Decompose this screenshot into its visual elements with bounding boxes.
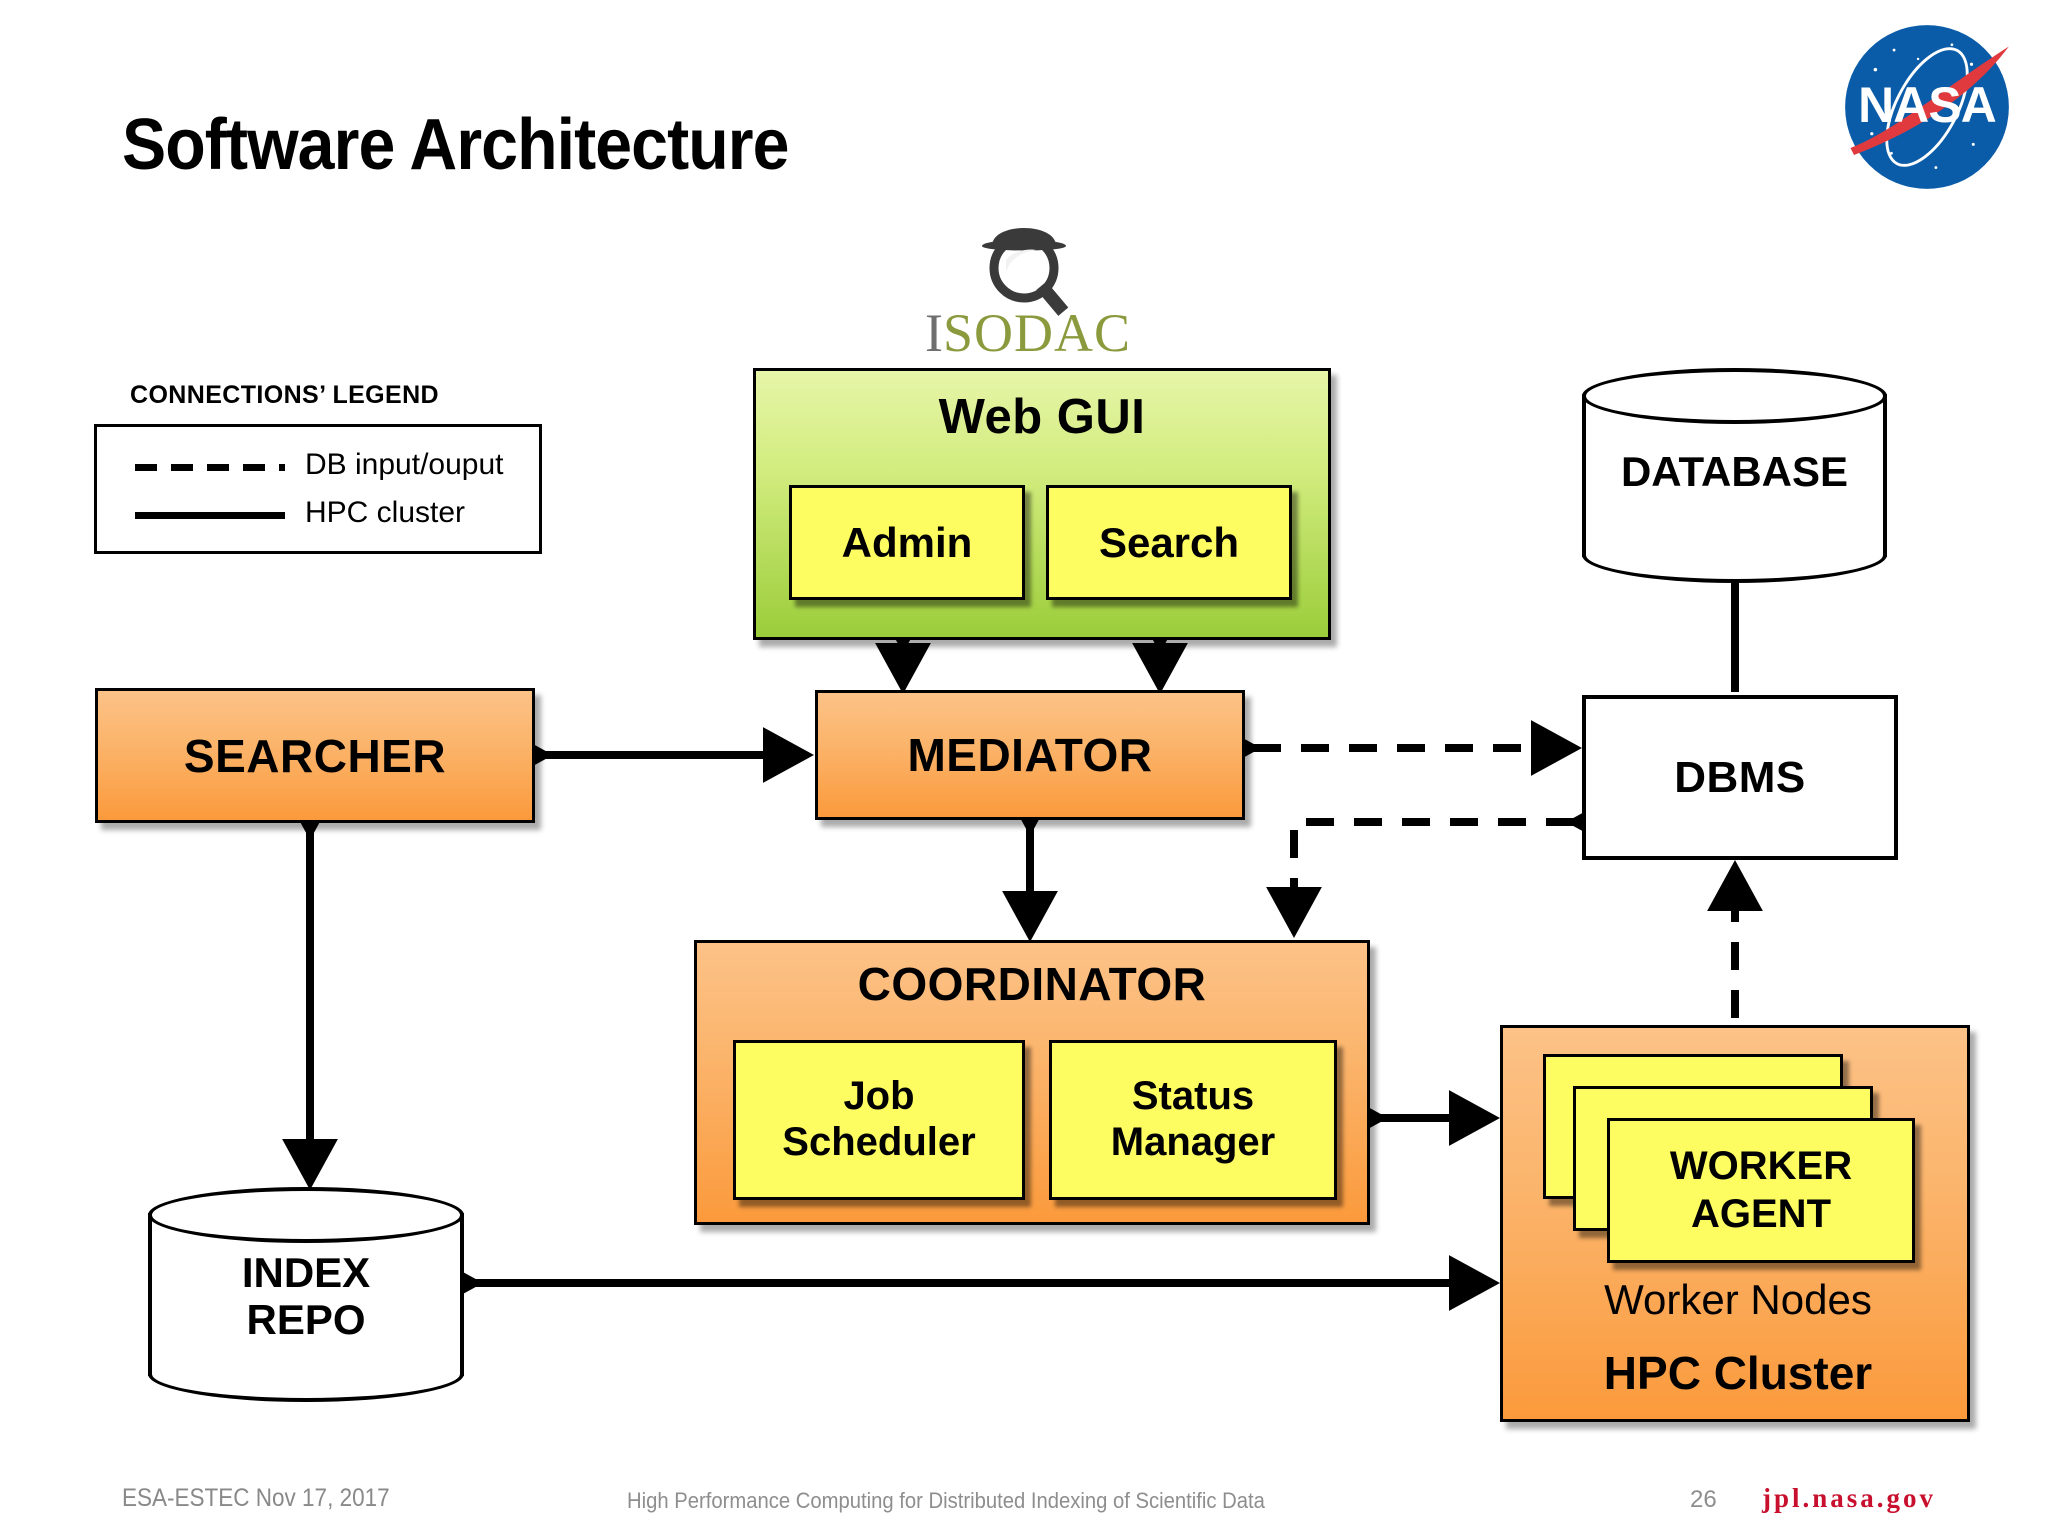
web-gui-admin-module[interactable]: Admin bbox=[789, 485, 1025, 600]
isodac-initial: I bbox=[924, 303, 943, 363]
legend-label-db: DB input/ouput bbox=[305, 448, 504, 481]
hpc-cluster-title: HPC Cluster bbox=[1603, 1347, 1873, 1399]
legend-row-hpc: HPC cluster bbox=[97, 493, 545, 537]
node-mediator[interactable]: MEDIATOR bbox=[815, 690, 1245, 820]
node-searcher[interactable]: SEARCHER bbox=[95, 688, 535, 823]
worker-nodes-label: Worker Nodes bbox=[1604, 1276, 1872, 1323]
footer-url: jpl.nasa.gov bbox=[1762, 1483, 1937, 1513]
coordinator-status-manager[interactable]: Status Manager bbox=[1049, 1040, 1337, 1200]
dbms-title: DBMS bbox=[1674, 752, 1806, 802]
legend-title: CONNECTIONS’ LEGEND bbox=[130, 381, 440, 409]
node-dbms[interactable]: DBMS bbox=[1582, 695, 1898, 860]
svg-text:NASA: NASA bbox=[1858, 77, 1996, 133]
nasa-meatball-logo: NASA bbox=[1838, 18, 2016, 196]
node-coordinator[interactable]: COORDINATOR Job Scheduler Status Manager bbox=[694, 940, 1370, 1225]
node-hpc-cluster[interactable]: WORKER AGENT Worker Nodes HPC Cluster bbox=[1500, 1025, 1970, 1422]
worker-agent-card-front[interactable]: WORKER AGENT bbox=[1607, 1118, 1915, 1263]
legend-label-hpc: HPC cluster bbox=[305, 496, 466, 529]
node-web-gui[interactable]: Web GUI Admin Search bbox=[753, 368, 1331, 640]
page-title: Software Architecture bbox=[122, 105, 789, 185]
index-repo-label: INDEX REPO bbox=[241, 1249, 371, 1344]
solid-line-swatch bbox=[135, 512, 285, 519]
connections-legend: DB input/ouput HPC cluster bbox=[94, 424, 542, 554]
cylinder-top bbox=[148, 1187, 464, 1243]
legend-row-db: DB input/ouput bbox=[97, 445, 545, 489]
magnifier-hardhat-icon bbox=[982, 228, 1069, 316]
footer-date: ESA-ESTEC Nov 17, 2017 bbox=[122, 1484, 390, 1512]
isodac-logo: ISODAC bbox=[908, 212, 1148, 362]
web-gui-title: Web GUI bbox=[938, 390, 1146, 444]
coordinator-title: COORDINATOR bbox=[857, 958, 1207, 1010]
database-label: DATABASE bbox=[1620, 448, 1849, 495]
isodac-wordmark: ISODAC bbox=[908, 306, 1148, 360]
footer-page-number: 26 bbox=[1690, 1486, 1717, 1513]
web-gui-search-module[interactable]: Search bbox=[1046, 485, 1292, 600]
searcher-title: SEARCHER bbox=[183, 729, 447, 782]
node-index-repo-cylinder[interactable]: INDEX REPO bbox=[148, 1187, 464, 1402]
isodac-rest: SODAC bbox=[942, 303, 1132, 363]
mediator-title: MEDIATOR bbox=[907, 729, 1153, 781]
coordinator-job-scheduler[interactable]: Job Scheduler bbox=[733, 1040, 1025, 1200]
cylinder-top bbox=[1582, 368, 1887, 424]
dashed-line-swatch bbox=[135, 464, 285, 471]
node-database-cylinder[interactable]: DATABASE bbox=[1582, 368, 1887, 583]
footer-subject: High Performance Computing for Distribut… bbox=[627, 1488, 1265, 1513]
